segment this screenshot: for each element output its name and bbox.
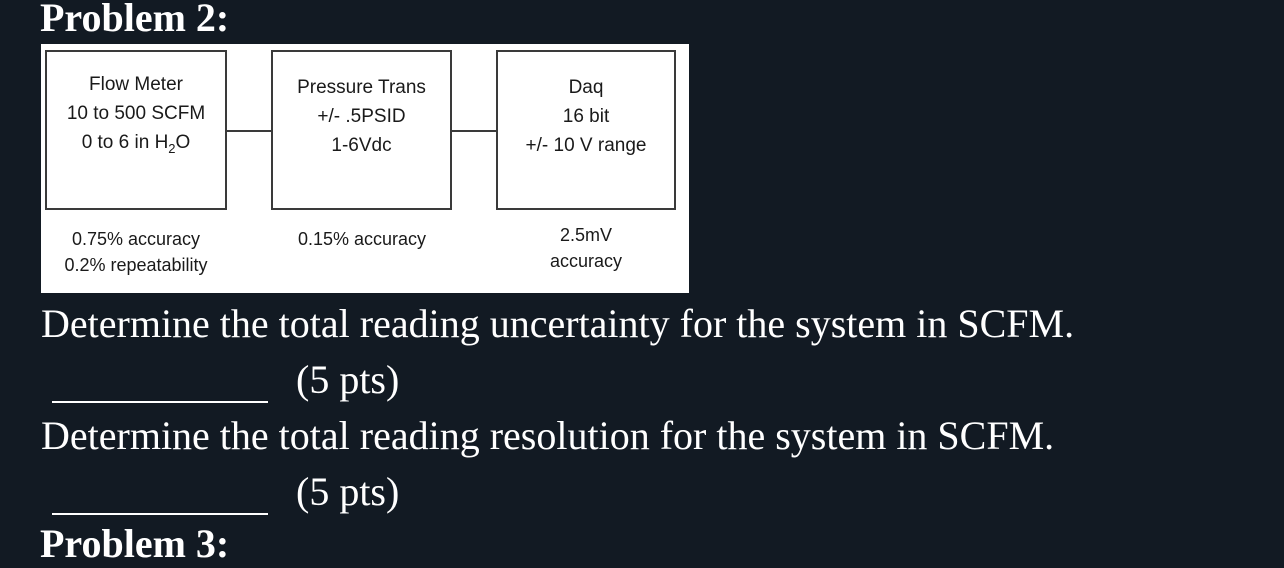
connector-line — [452, 130, 496, 132]
daq-title: Daq — [568, 76, 604, 98]
flow-meter-accuracy: 0.75% accuracy — [71, 229, 201, 249]
flow-meter-range: 10 to 500 SCFM — [66, 102, 206, 124]
daq-accuracy-label: accuracy — [549, 251, 623, 271]
pressure-trans-title: Pressure Trans — [297, 76, 426, 98]
flow-meter-specs: 0.75% accuracy 0.2% repeatability — [47, 226, 225, 278]
next-problem-heading: Problem 3: — [40, 521, 230, 566]
pressure-trans-output: 1-6Vdc — [331, 134, 392, 156]
pressure-trans-accuracy: 0.15% accuracy — [297, 229, 427, 249]
pressure-trans-specs: 0.15% accuracy — [273, 226, 451, 252]
flow-meter-box: Flow Meter 10 to 500 SCFM 0 to 6 in H2O — [45, 50, 227, 210]
connector-line — [227, 130, 271, 132]
system-diagram: Flow Meter 10 to 500 SCFM 0 to 6 in H2O … — [41, 44, 689, 293]
points-label: (5 pts) — [296, 357, 400, 402]
daq-range: +/- 10 V range — [525, 134, 647, 156]
flow-meter-repeatability: 0.2% repeatability — [64, 255, 208, 275]
question-resolution: Determine the total reading resolution f… — [41, 413, 1055, 458]
daq-accuracy-value: 2.5mV — [559, 225, 613, 245]
answer-blank[interactable] — [52, 513, 268, 515]
answer-blank[interactable] — [52, 401, 268, 403]
daq-specs: 2.5mV accuracy — [496, 222, 676, 274]
daq-bits: 16 bit — [562, 105, 610, 127]
daq-box: Daq 16 bit +/- 10 V range — [496, 50, 676, 210]
pressure-trans-range: +/- .5PSID — [317, 105, 406, 127]
question-uncertainty: Determine the total reading uncertainty … — [41, 301, 1075, 346]
pressure-trans-box: Pressure Trans +/- .5PSID 1-6Vdc — [271, 50, 452, 210]
points-label: (5 pts) — [296, 469, 400, 514]
flow-meter-pressure-range: 0 to 6 in H2O — [81, 131, 191, 156]
flow-meter-title: Flow Meter — [89, 73, 183, 95]
problem-heading: Problem 2: — [40, 0, 230, 40]
